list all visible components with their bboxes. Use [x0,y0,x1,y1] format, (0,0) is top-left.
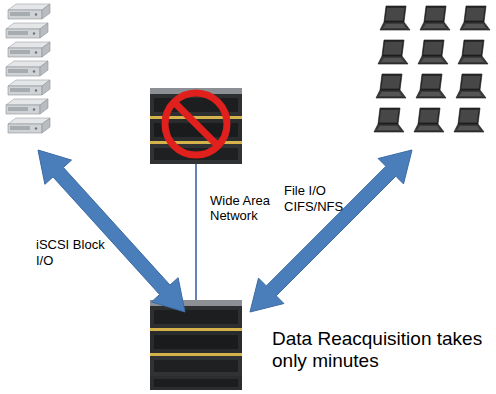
protocol-label: File I/O CIFS/NFS [284,183,359,216]
wan-device: Wide Area Network [150,88,242,164]
node-label: Wide Area Network [210,194,290,224]
protocol-label: iSCSI Block I/O [36,237,111,270]
node-label: Data Reacquisition takes only minutes [272,328,484,372]
storage-device: Data Reacquisition takes only minutes [150,300,242,390]
network-link [195,164,197,300]
